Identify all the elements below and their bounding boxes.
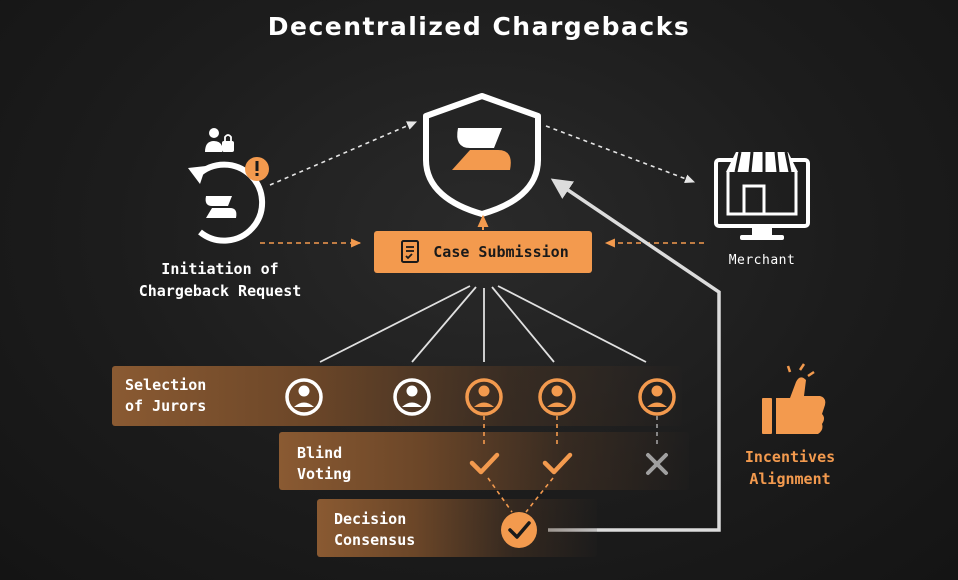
arrow-shield-to-merchant (545, 125, 696, 184)
initiation-label-line1: Initiation of (161, 260, 279, 278)
case-submission-box: Case Submission (374, 231, 592, 273)
document-icon (401, 240, 420, 263)
chargeback-request-icon (188, 128, 269, 244)
selection-label-line2: of Jurors (125, 397, 207, 415)
decision-label: Decision Consensus (334, 509, 454, 551)
merchant-store-icon (714, 151, 810, 240)
case-submission-label: Case Submission (433, 243, 569, 261)
selection-label: Selection of Jurors (125, 375, 245, 417)
initiation-label-line2: Chargeback Request (138, 282, 302, 300)
voting-label-line2: Voting (297, 465, 352, 483)
voting-label: Blind Voting (297, 443, 417, 485)
initiation-label: Initiation of Chargeback Request (100, 258, 340, 302)
incentives-label: Incentives Alignment (720, 446, 860, 490)
merchant-label: Merchant (728, 253, 796, 268)
diagram-title: Decentralized Chargebacks (267, 12, 691, 41)
selection-label-line1: Selection (125, 376, 207, 394)
voting-label-line1: Blind (297, 444, 343, 462)
decision-label-line2: Consensus (334, 531, 416, 549)
incentives-label-line1: Incentives (744, 448, 836, 466)
arrow-initiation-to-shield (269, 121, 418, 186)
feedback-arrow (548, 178, 721, 532)
shield-logo-icon (423, 93, 541, 217)
incentives-label-line2: Alignment (749, 470, 831, 488)
juror-assignment-lines (319, 285, 647, 363)
thumbs-up-icon (762, 363, 826, 434)
decision-label-line1: Decision (334, 510, 407, 528)
